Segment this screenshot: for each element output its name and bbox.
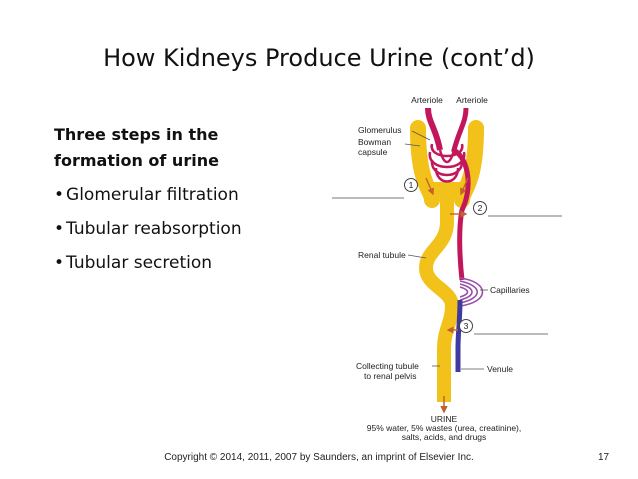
bullet-tubular-secretion: •Tubular secretion [54,253,213,273]
label-urine-title: URINE [431,414,458,424]
step-1-filtration-arrow [425,177,434,196]
step-1-marker: 1 [404,178,418,192]
label-arteriole-right: Arteriole [456,95,488,105]
label-venule: Venule [487,364,513,374]
heading-line-1: Three steps in the [54,125,219,144]
copyright-footer: Copyright © 2014, 2011, 2007 by Saunders… [164,452,474,463]
slide-title: How Kidneys Produce Urine (cont’d) [103,44,535,72]
page-number: 17 [598,452,610,463]
steps-heading: Three steps in the formation of urine [54,122,304,174]
heading-line-2: formation of urine [54,151,219,170]
bullet-glomerular-filtration: •Glomerular filtration [54,185,239,205]
efferent-arteriole [451,107,471,281]
bullet-dot: • [54,253,65,273]
bullet-dot: • [54,185,65,205]
step-3-marker: 3 [459,319,473,333]
step-1-filtration-arrow-2 [460,177,469,196]
label-bowman-line-2: capsule [358,147,388,157]
svg-text:1: 1 [409,180,414,190]
label-urine-line-1: 95% water, 5% wastes (urea, creatinine), [367,423,522,433]
label-bowman-line-1: Bowman [358,137,391,147]
renal-tubule [418,196,460,402]
step-2-marker: 2 [473,201,487,215]
label-collecting-line-2: to renal pelvis [364,371,416,381]
bullet-dot: • [54,219,65,239]
venule [455,299,463,372]
glomerulus [428,143,466,183]
leader-lines [404,130,488,370]
text-block: Three steps in the formation of urine •G… [54,122,304,280]
label-renal-tubule: Renal tubule [358,250,406,260]
label-arteriole-left: Arteriole [411,95,443,105]
capillary-network [459,277,484,307]
label-capillaries: Capillaries [490,285,530,295]
label-urine-line-2: salts, acids, and drugs [402,432,487,442]
afferent-arteriole [425,107,443,151]
label-glomerulus: Glomerulus [358,125,401,135]
label-collecting-line-1: Collecting tubule [356,361,419,371]
bullet-tubular-reabsorption: •Tubular reabsorption [54,219,242,239]
svg-text:2: 2 [478,203,483,213]
svg-text:3: 3 [464,321,469,331]
